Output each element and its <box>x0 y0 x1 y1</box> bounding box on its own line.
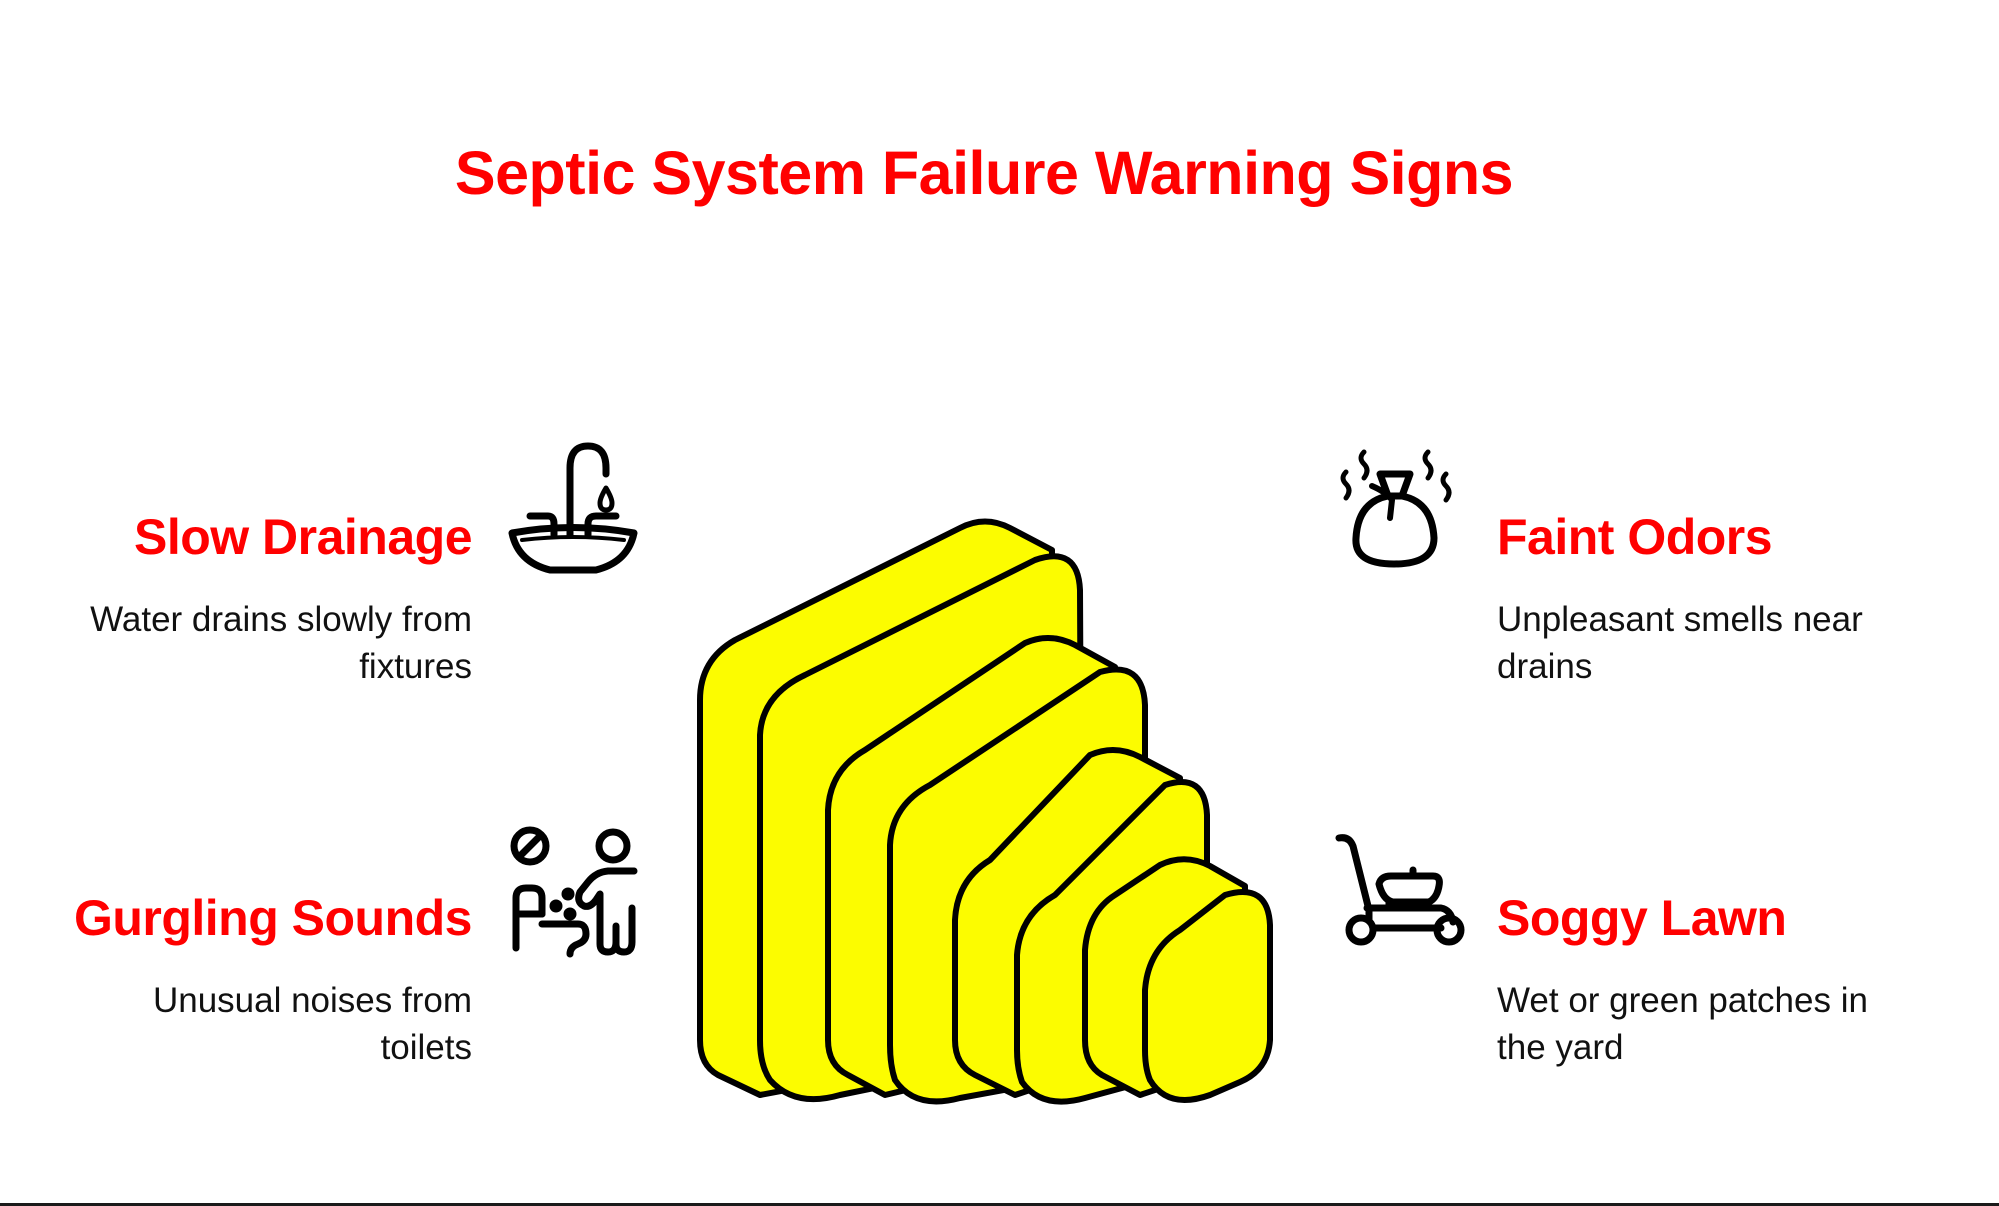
sink-faucet-drip-icon <box>508 440 638 576</box>
item-description: Water drains slowly from fixtures <box>90 600 472 686</box>
item-description: Unpleasant smells near drains <box>1497 600 1863 686</box>
item-description: Unusual noises from toilets <box>152 981 472 1067</box>
page-title: Septic System Failure Warning Signs <box>454 139 1514 207</box>
item-title: Slow Drainage <box>133 509 473 565</box>
item-title: Soggy Lawn <box>1497 890 1787 946</box>
item-title: Faint Odors <box>1497 509 1773 565</box>
block-4 <box>1082 856 1273 1103</box>
person-toilet-no-flush-icon <box>508 826 638 958</box>
block-1 <box>697 518 1085 1103</box>
warning-item-soggy-lawn: Soggy Lawn Wet or green patches in the y… <box>1497 889 1917 1071</box>
item-title: Gurgling Sounds <box>73 890 473 946</box>
item-description: Wet or green patches in the yard <box>1497 981 1868 1067</box>
smelly-bag-icon <box>1336 446 1454 570</box>
warning-item-slow-drainage: Slow Drainage Water drains slowly from f… <box>52 508 472 690</box>
lawn-mower-icon <box>1333 832 1465 946</box>
block-2 <box>825 635 1148 1105</box>
warning-item-gurgling-sounds: Gurgling Sounds Unusual noises from toil… <box>52 889 473 1071</box>
warning-item-faint-odors: Faint Odors Unpleasant smells near drain… <box>1497 508 1917 690</box>
block-3 <box>952 747 1210 1105</box>
bottom-border <box>0 1203 1999 1206</box>
